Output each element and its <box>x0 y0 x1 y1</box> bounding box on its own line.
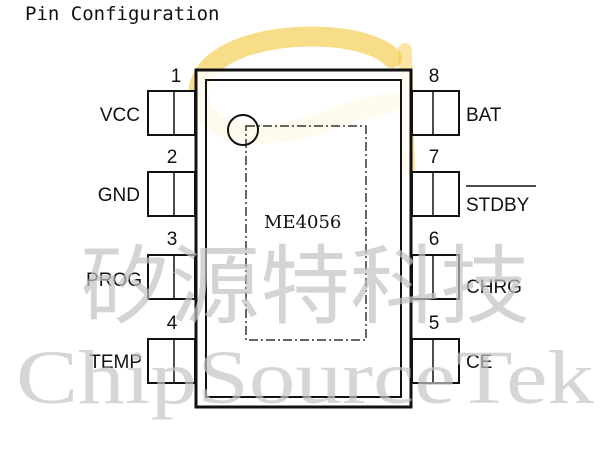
chip-package-inner <box>205 79 402 398</box>
pin-4-stub <box>147 338 196 384</box>
diagram-heading: Pin Configuration <box>25 3 220 25</box>
pin-3-stub <box>147 254 196 300</box>
pin-8-number: 8 <box>429 66 440 87</box>
pin-3-name: PROG <box>86 270 142 291</box>
pin-5-stub <box>411 338 460 384</box>
pin-2-name: GND <box>98 185 140 206</box>
pin-6-number: 6 <box>429 229 440 250</box>
pin-5-name: CE <box>466 352 492 373</box>
pin-7-stub <box>411 171 460 217</box>
pin-7-name: STDBY <box>466 195 530 216</box>
pin-3-number: 3 <box>167 229 178 250</box>
watermark-chinese: 矽源特科技 <box>80 237 530 337</box>
pin-6-stub <box>411 254 460 300</box>
pin-7-number: 7 <box>429 147 440 168</box>
die-outline <box>245 125 367 341</box>
pin-1-number: 1 <box>171 66 182 87</box>
pin-4-name: TEMP <box>89 352 142 373</box>
pin-5-number: 5 <box>429 313 440 334</box>
pin-8-name: BAT <box>466 105 502 126</box>
part-number: ME4056 <box>264 212 341 233</box>
pin-1-stub <box>147 90 196 136</box>
pin1-indicator-dot <box>227 114 259 146</box>
pin-4-number: 4 <box>167 313 178 334</box>
pin-1-name: VCC <box>100 105 140 126</box>
pin-6-name: CHRG <box>466 277 522 298</box>
pin-2-stub <box>147 171 196 217</box>
watermark-english: ChipSourceTek <box>16 336 594 420</box>
pin-2-number: 2 <box>167 147 178 168</box>
pin-8-stub <box>411 90 460 136</box>
